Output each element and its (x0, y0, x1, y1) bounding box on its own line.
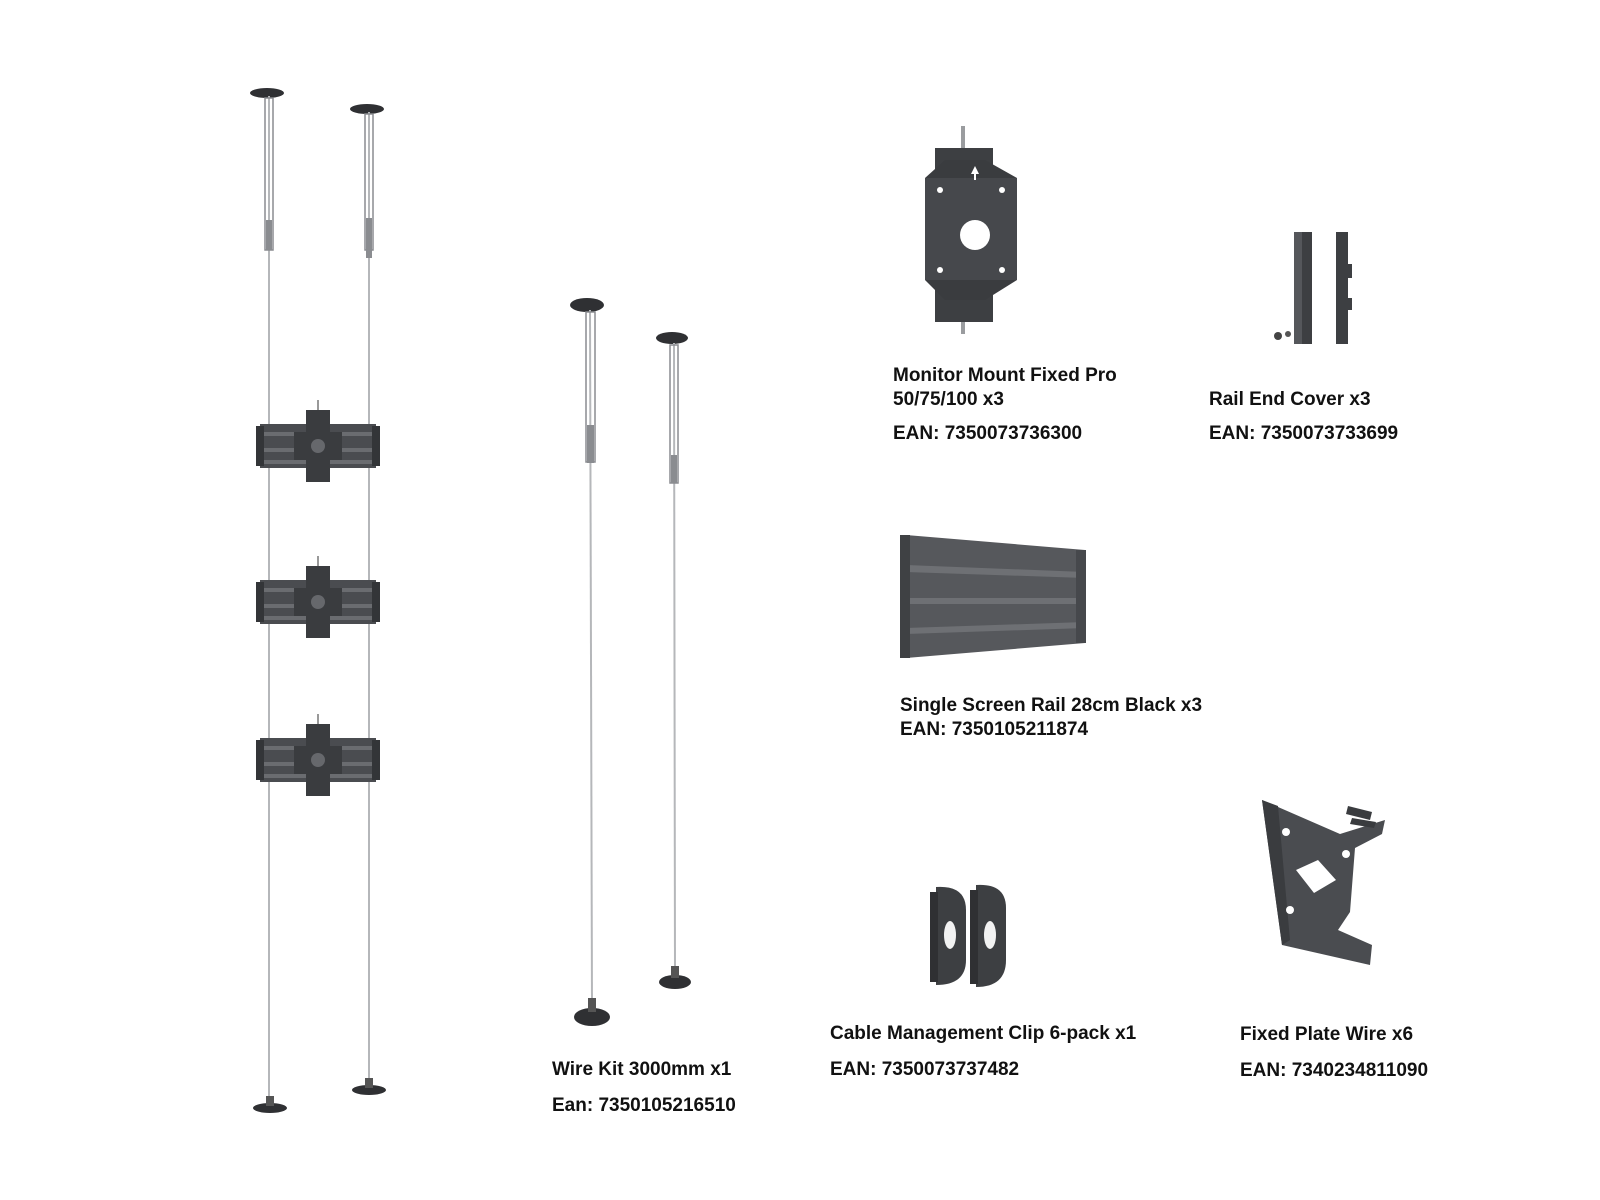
wire-kit-ean: Ean: 7350105216510 (552, 1095, 736, 1116)
monitor-mount-label: Monitor Mount Fixed Pro 50/75/100 x3 EAN… (893, 364, 1117, 446)
cable-clip-ean: EAN: 7350073737482 (830, 1059, 1020, 1080)
wire-kit-name: Wire Kit 3000mm x1 (552, 1059, 732, 1080)
rail-end-cover-label: Rail End Cover x3 EAN: 7350073733699 (1209, 388, 1398, 446)
fixed-plate-label: Fixed Plate Wire x6 EAN: 7340234811090 (1240, 1023, 1428, 1083)
monitor-mount-icon (925, 126, 1017, 334)
cable-clip-label: Cable Management Clip 6-pack x1 EAN: 735… (830, 1022, 1136, 1082)
screen-rail-name: Single Screen Rail 28cm Black x3 (900, 695, 1203, 716)
fixed-plate-icon (1262, 800, 1385, 965)
screen-rail-ean: EAN: 7350105211874 (900, 719, 1089, 740)
monitor-mount-ean: EAN: 7350073736300 (893, 423, 1083, 444)
rail-end-cover-icon (1274, 232, 1352, 344)
fixed-plate-ean: EAN: 7340234811090 (1240, 1060, 1429, 1081)
screen-rail-icon (900, 535, 1086, 658)
cable-clip-name: Cable Management Clip 6-pack x1 (830, 1023, 1137, 1044)
wire-kit-label: Wire Kit 3000mm x1 Ean: 7350105216510 (552, 1058, 736, 1118)
fixed-plate-name: Fixed Plate Wire x6 (1240, 1024, 1414, 1045)
monitor-mount-name-line1: Monitor Mount Fixed Pro (893, 365, 1117, 386)
rail-end-cover-ean: EAN: 7350073733699 (1209, 423, 1399, 444)
cable-clip-icon (930, 884, 1006, 987)
assembled-wire-kit-icon (250, 88, 386, 1113)
screen-rail-label: Single Screen Rail 28cm Black x3 EAN: 73… (900, 694, 1202, 742)
wire-kit-icon (570, 298, 691, 1026)
monitor-mount-name-line2: 50/75/100 x3 (893, 389, 1004, 410)
rail-end-cover-name: Rail End Cover x3 (1209, 389, 1371, 410)
